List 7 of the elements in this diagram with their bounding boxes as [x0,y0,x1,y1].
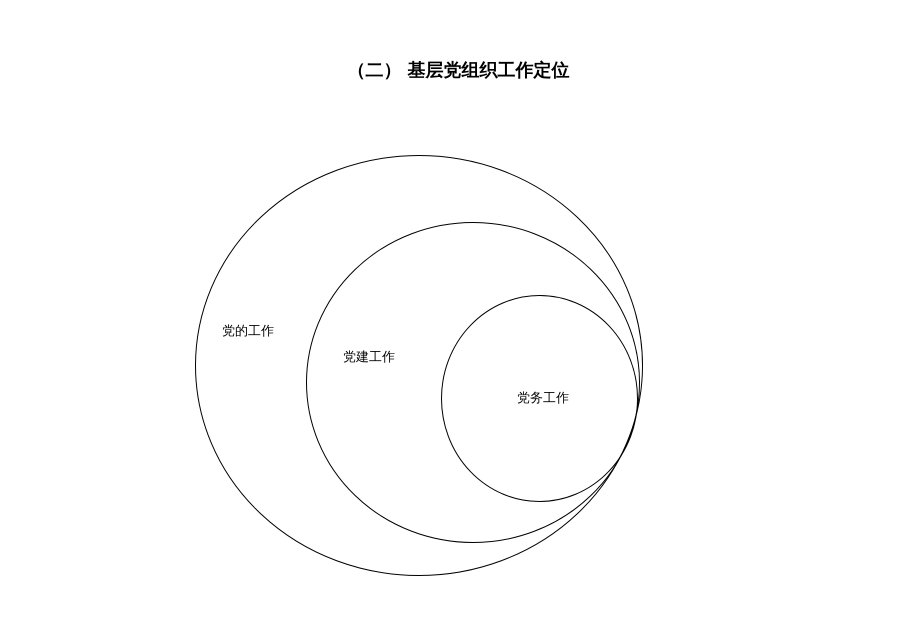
node-label: 党务工作 [517,390,569,407]
diagram-title: （二） 基层党组织工作定位 [346,59,571,82]
ellipse-node [195,155,643,576]
ellipse-node [441,295,638,502]
node-label: 党建工作 [343,349,395,366]
ellipse-node [306,222,640,543]
node-label: 党的工作 [222,323,274,340]
